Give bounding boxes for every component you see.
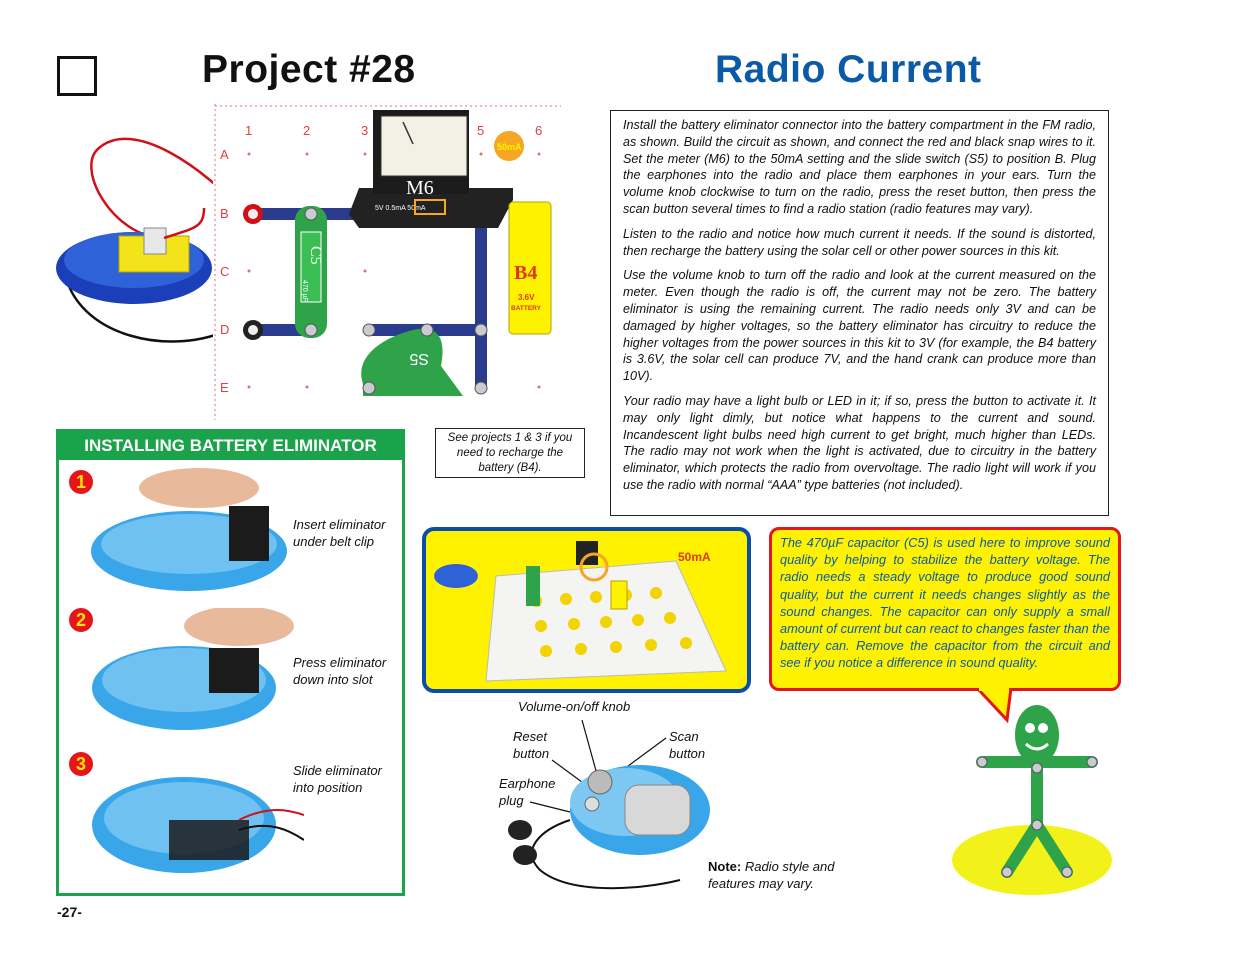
project-title: Project #28 — [202, 48, 416, 91]
circuit-diagram: 1 2 3 4 5 6 A B C D E C5 470 µF M6 5V 0.… — [213, 104, 563, 420]
capacitor-value: 470 µF — [301, 280, 308, 302]
step-caption: Insert eliminator under belt clip — [293, 517, 386, 549]
radio-with-wires-illustration — [56, 137, 245, 343]
reset-button-label: Reset button — [513, 729, 550, 761]
col-label: 3 — [361, 123, 368, 138]
col-label: 6 — [535, 123, 542, 138]
switch-label: S5 — [409, 350, 429, 367]
meter-setting-badge: 50mA — [497, 142, 522, 152]
step-3-photo — [92, 777, 304, 873]
volume-knob-label: Volume-on/off knob — [518, 699, 631, 714]
row-label: A — [220, 147, 229, 162]
step-caption: Press eliminator down into slot — [293, 655, 387, 687]
step-caption: Slide eliminator into position — [293, 763, 382, 795]
page-number: -27- — [57, 904, 82, 920]
recharge-note: See projects 1 & 3 if you need to rechar… — [435, 428, 585, 478]
row-label: D — [220, 322, 229, 337]
step-number: 2 — [69, 608, 93, 632]
bubble-tail — [975, 688, 1013, 724]
board-photo: 50mA — [434, 541, 727, 682]
fm-radio-photo — [508, 719, 710, 890]
col-label: 5 — [477, 123, 484, 138]
install-header: INSTALLING BATTERY ELIMINATOR — [59, 432, 402, 460]
row-label: E — [220, 380, 229, 395]
battery-word: BATTERY — [511, 305, 542, 312]
tip-text: The 470µF capacitor (C5) is used here to… — [780, 535, 1110, 671]
page-title: Radio Current — [715, 48, 982, 91]
board-photo-frame: 50mA — [422, 527, 751, 693]
install-panel: INSTALLING BATTERY ELIMINATOR 1 Insert e… — [56, 429, 405, 896]
meter-label: M6 — [406, 177, 434, 199]
step-number: 3 — [69, 752, 93, 776]
radio-style-note: Note: Radio style and features may vary. — [708, 859, 835, 891]
instruction-paragraph: Install the battery eliminator connector… — [623, 118, 1096, 216]
scan-button-label: Scan button — [669, 729, 706, 761]
step-number: 1 — [69, 470, 93, 494]
meter-scale: 5V 0.5mA 50mA — [375, 205, 426, 212]
battery-voltage: 3.6V — [518, 293, 535, 302]
earphone-plug-label: Earphone plug — [499, 776, 556, 808]
capacitor-label: C5 — [307, 246, 324, 265]
instructions-box: Install the battery eliminator connector… — [610, 110, 1109, 516]
col-label: 2 — [303, 123, 310, 138]
battery-label: B4 — [514, 262, 537, 284]
project-checkbox[interactable] — [57, 56, 97, 96]
instruction-paragraph: Your radio may have a light bulb or LED … — [623, 393, 1096, 492]
step-2-photo — [92, 608, 294, 730]
meter-badge: 50mA — [678, 550, 711, 564]
tip-bubble: The 470µF capacitor (C5) is used here to… — [769, 527, 1121, 691]
instruction-paragraph: Use the volume knob to turn off the radi… — [623, 268, 1096, 384]
step-1-photo — [91, 468, 287, 591]
row-label: B — [220, 206, 229, 221]
instruction-paragraph: Listen to the radio and notice how much … — [623, 226, 1096, 258]
mascot-illustration — [952, 705, 1112, 895]
row-label: C — [220, 264, 229, 279]
col-label: 1 — [245, 123, 252, 138]
